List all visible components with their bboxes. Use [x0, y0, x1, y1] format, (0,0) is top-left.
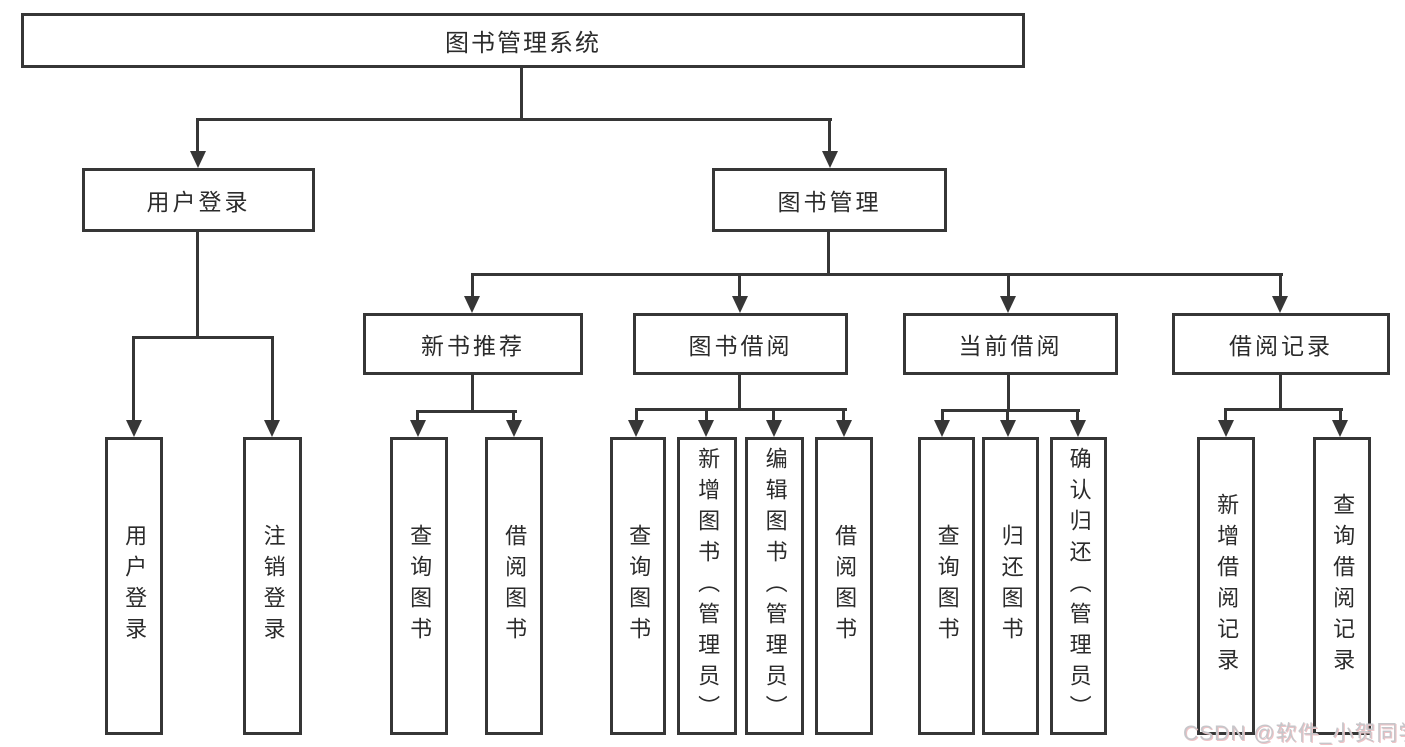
leaf-label: 查询图书 — [934, 524, 960, 648]
arrow-down-icon — [934, 420, 950, 437]
leaf-label: 新增图书（管理员） — [695, 446, 721, 726]
connector-line — [1279, 273, 1282, 297]
leaf-confirm-return-admin: 确认归还（管理员） — [1050, 437, 1107, 735]
arrow-down-icon — [506, 420, 522, 437]
node-book-borrowing: 图书借阅 — [633, 313, 848, 375]
leaf-label: 借阅图书 — [502, 524, 528, 648]
node-borrow-records: 借阅记录 — [1172, 313, 1390, 375]
leaf-label: 新增借阅记录 — [1214, 493, 1240, 679]
connector-line — [132, 336, 274, 339]
arrow-down-icon — [698, 420, 714, 437]
node-current-borrowing: 当前借阅 — [903, 313, 1118, 375]
connector-line — [1339, 408, 1342, 424]
node-label: 当前借阅 — [958, 333, 1063, 359]
connector-line — [941, 409, 944, 424]
node-label: 用户登录 — [146, 189, 251, 215]
arrow-down-icon — [836, 420, 852, 437]
connector-line — [1007, 375, 1010, 412]
arrow-down-icon — [628, 420, 644, 437]
leaf-label: 查询借阅记录 — [1330, 493, 1356, 679]
node-new-book-recommend: 新书推荐 — [363, 313, 583, 375]
connector-line — [705, 408, 708, 424]
leaf-query-borrow-record: 查询借阅记录 — [1313, 437, 1371, 735]
leaf-logout: 注销登录 — [243, 437, 302, 735]
connector-line — [1279, 375, 1282, 411]
arrow-down-icon — [464, 296, 480, 313]
leaf-user-login: 用户登录 — [105, 437, 163, 735]
leaf-query-books-current: 查询图书 — [918, 437, 975, 735]
arrow-down-icon — [1332, 420, 1348, 437]
arrow-down-icon — [766, 420, 782, 437]
leaf-borrow-books-recommend: 借阅图书 — [485, 437, 543, 735]
leaf-add-borrow-record: 新增借阅记录 — [1197, 437, 1255, 735]
leaf-label: 归还图书 — [998, 524, 1024, 648]
connector-line — [635, 408, 638, 424]
leaf-label: 确认归还（管理员） — [1066, 446, 1092, 726]
connector-line — [842, 408, 845, 424]
arrow-down-icon — [732, 296, 748, 313]
connector-line — [1007, 273, 1010, 297]
node-label: 图书管理 — [777, 189, 882, 215]
leaf-label: 注销登录 — [260, 524, 286, 648]
leaf-label: 借阅图书 — [832, 524, 858, 648]
connector-line — [196, 118, 199, 153]
arrow-down-icon — [1000, 420, 1016, 437]
leaf-edit-books-admin: 编辑图书（管理员） — [745, 437, 804, 735]
connector-line — [738, 273, 741, 297]
leaf-return-books: 归还图书 — [982, 437, 1039, 735]
leaf-query-books-borrowing: 查询图书 — [610, 437, 666, 735]
connector-line — [772, 408, 775, 424]
leaf-label: 用户登录 — [122, 524, 148, 648]
arrow-down-icon — [190, 151, 206, 168]
leaf-label: 编辑图书（管理员） — [762, 446, 788, 726]
connector-line — [512, 410, 515, 424]
arrow-down-icon — [410, 420, 426, 437]
node-label: 图书管理系统 — [445, 30, 601, 57]
leaf-borrow-books: 借阅图书 — [815, 437, 873, 735]
connector-line — [520, 68, 523, 118]
node-book-management: 图书管理 — [712, 168, 947, 232]
connector-line — [471, 273, 474, 297]
arrow-down-icon — [1272, 296, 1288, 313]
connector-line — [635, 408, 847, 411]
arrow-down-icon — [1000, 296, 1016, 313]
connector-line — [1224, 408, 1343, 411]
node-user-login: 用户登录 — [82, 168, 315, 232]
connector-line — [416, 410, 517, 413]
arrow-down-icon — [1070, 420, 1086, 437]
connector-line — [196, 118, 832, 121]
connector-line — [196, 232, 199, 339]
connector-line — [1224, 408, 1227, 424]
connector-line — [1006, 409, 1009, 424]
node-library-system: 图书管理系统 — [21, 13, 1025, 68]
arrow-down-icon — [126, 420, 142, 437]
node-label: 图书借阅 — [688, 333, 793, 359]
leaf-add-books-admin: 新增图书（管理员） — [677, 437, 737, 735]
connector-line — [471, 375, 474, 413]
node-label: 新书推荐 — [421, 333, 525, 359]
connector-line — [271, 336, 274, 424]
leaf-query-books-recommend: 查询图书 — [390, 437, 448, 735]
connector-line — [132, 336, 135, 424]
connector-line — [471, 273, 1283, 276]
connector-line — [1076, 409, 1079, 424]
connector-line — [827, 232, 830, 276]
leaf-label: 查询图书 — [626, 524, 652, 648]
arrow-down-icon — [822, 151, 838, 168]
arrow-down-icon — [264, 420, 280, 437]
arrow-down-icon — [1218, 420, 1234, 437]
csdn-watermark: CSDN @软件_小贺同学 — [1183, 722, 1405, 745]
connector-line — [941, 409, 1080, 412]
connector-line — [828, 118, 831, 153]
connector-line — [738, 375, 741, 411]
connector-line — [416, 410, 419, 424]
node-label: 借阅记录 — [1229, 333, 1333, 359]
leaf-label: 查询图书 — [407, 524, 433, 648]
